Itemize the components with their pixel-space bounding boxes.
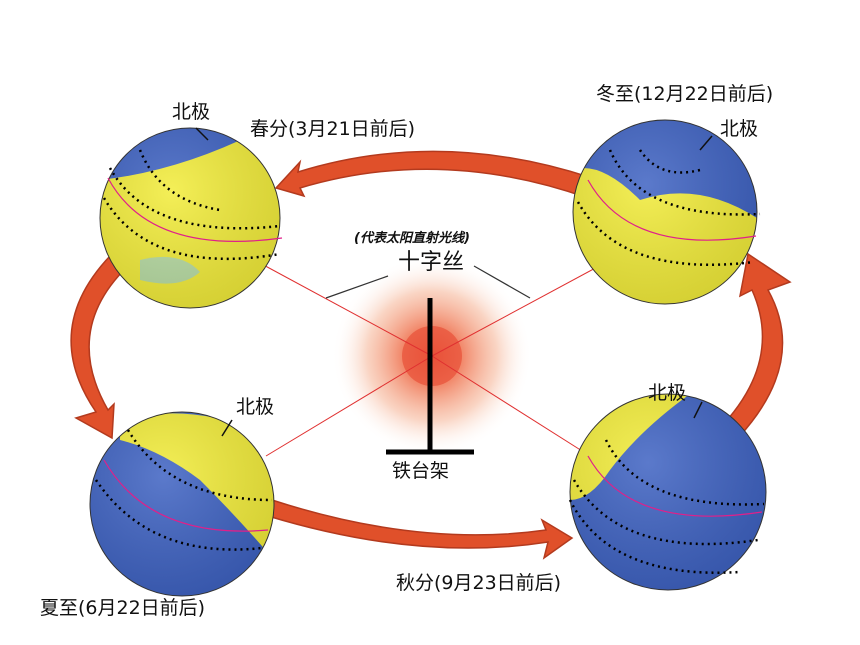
spring-equinox-label: 春分(3月21日前后) xyxy=(250,118,416,140)
winter-solstice-label: 冬至(12月22日前后) xyxy=(596,83,774,105)
tropic-autumn-2 xyxy=(572,479,759,546)
north-pole-ticks xyxy=(195,127,713,437)
tropic-summer-2 xyxy=(94,479,263,551)
iron-stand xyxy=(386,298,474,455)
iron-stand-label: 铁台架 xyxy=(392,460,450,482)
crosshair-pointers xyxy=(325,265,531,299)
equator-summer xyxy=(103,459,269,532)
tropic-winter-2 xyxy=(576,201,755,266)
sun-rays xyxy=(257,257,615,457)
orbit-arrow-left xyxy=(70,255,130,440)
tropic-spring-1 xyxy=(108,167,281,230)
orbit-arrow-right xyxy=(716,252,792,439)
tropic-summer-1 xyxy=(126,429,273,502)
ray-to-spring xyxy=(257,261,433,357)
orbit-arrows xyxy=(70,150,792,560)
equator-autumn xyxy=(587,455,763,517)
autumn-equinox-label: 秋分(9月23日前后) xyxy=(396,572,562,594)
pointer-left xyxy=(325,275,389,299)
pointer-right xyxy=(473,265,531,299)
globe-autumn-equinox xyxy=(568,393,767,591)
orbit-arrow-top xyxy=(274,150,593,199)
globe-summer-solstice xyxy=(89,411,275,597)
north-pole-label-spring: 北极 xyxy=(172,101,211,123)
globe-winter-solstice xyxy=(572,119,761,305)
north-pole-label-summer: 北极 xyxy=(236,396,275,418)
tropic-autumn-1 xyxy=(604,439,765,506)
equator-winter xyxy=(587,179,757,241)
orbit-arrow-bottom xyxy=(267,499,574,560)
globe-spring-equinox xyxy=(99,127,283,309)
north-pole-label-autumn: 北极 xyxy=(648,382,687,404)
tropic-winter-3 xyxy=(638,149,701,174)
crosshair-note-label: (代表太阳直射光线) xyxy=(354,231,470,246)
equator-spring xyxy=(107,177,283,242)
ray-to-autumn xyxy=(431,355,591,457)
ray-to-winter xyxy=(431,257,615,357)
ray-to-summer xyxy=(265,355,433,457)
summer-solstice-label: 夏至(6月22日前后) xyxy=(40,597,206,619)
north-pole-label-winter: 北极 xyxy=(720,118,759,140)
crosshair-label: 十字丝 xyxy=(398,250,465,275)
